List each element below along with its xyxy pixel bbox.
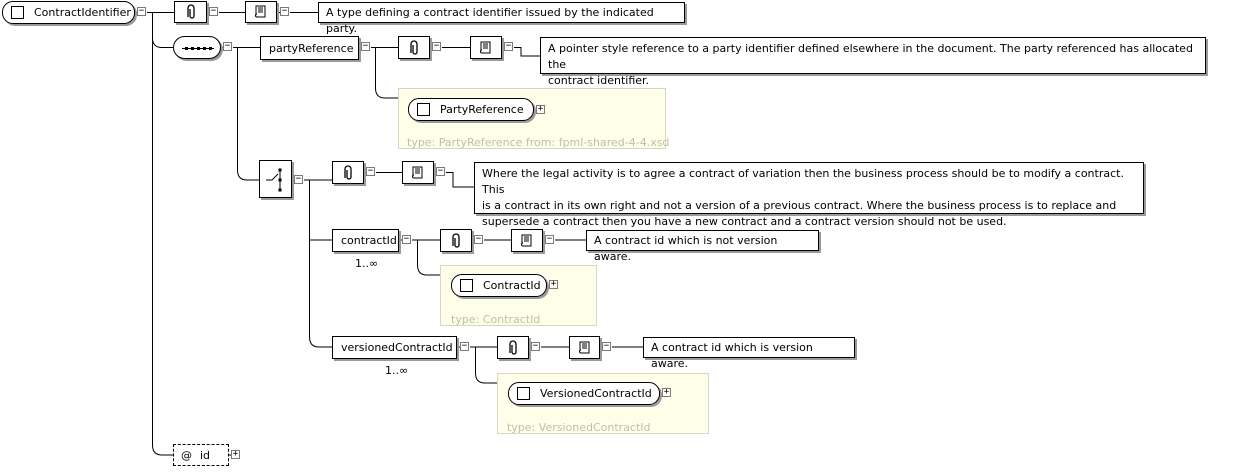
complex-type-checkbox-icon — [11, 6, 24, 19]
attribute-at-icon: @ — [181, 448, 192, 462]
party-reference-complex-type[interactable]: PartyReference — [408, 98, 534, 121]
contract-id-occurrence: 1..∞ — [355, 257, 379, 270]
complex-type-checkbox-icon — [417, 103, 430, 116]
documentation-node[interactable] — [470, 36, 502, 59]
choice-compositor[interactable] — [259, 160, 292, 198]
collapse-toggle[interactable]: − — [460, 341, 469, 351]
annotation-paperclip-icon — [509, 339, 517, 355]
versioned-contract-id-occurrence: 1..∞ — [385, 364, 409, 377]
attribute-id[interactable]: @ id — [173, 444, 229, 466]
collapse-toggle[interactable]: − — [223, 41, 232, 51]
element-party-reference[interactable]: partyReference — [260, 36, 359, 60]
choice-documentation: Where the legal activity is to agree a c… — [474, 162, 1144, 228]
collapse-toggle[interactable]: − — [432, 41, 441, 51]
collapse-toggle[interactable]: − — [436, 166, 445, 176]
documentation-scroll-icon — [255, 5, 266, 18]
documentation-node[interactable] — [569, 336, 600, 359]
collapse-toggle[interactable]: − — [209, 6, 218, 16]
annotation-paperclip-icon — [344, 164, 352, 180]
party-reference-documentation: A pointer style reference to a party ide… — [540, 37, 1206, 87]
annotation-node[interactable] — [440, 229, 472, 252]
element-contract-id[interactable]: contractId — [332, 229, 399, 252]
documentation-scroll-icon — [480, 41, 491, 53]
party-reference-type-label: type: PartyReference from: fpml-shared-4… — [407, 136, 670, 149]
documentation-scroll-icon — [578, 341, 589, 353]
annotation-node[interactable] — [497, 336, 529, 359]
complex-type-checkbox-icon — [460, 279, 473, 292]
sequence-compositor[interactable] — [173, 36, 221, 59]
collapse-toggle[interactable]: − — [504, 41, 513, 51]
sequence-icon — [182, 47, 214, 50]
contract-id-documentation: A contract id which is not version aware… — [586, 230, 819, 263]
documentation-scroll-icon — [412, 166, 423, 178]
collapse-toggle[interactable]: − — [280, 6, 289, 16]
versioned-contract-id-complex-type[interactable]: VersionedContractId — [508, 382, 660, 405]
choice-icon — [266, 168, 282, 192]
collapse-toggle[interactable]: − — [137, 6, 146, 16]
collapse-toggle[interactable]: − — [545, 234, 554, 244]
expand-toggle[interactable]: + — [536, 104, 545, 114]
expand-toggle[interactable]: + — [231, 449, 240, 459]
collapse-toggle[interactable]: − — [602, 341, 611, 351]
attribute-name: id — [200, 448, 211, 462]
annotation-node[interactable] — [174, 1, 207, 23]
annotation-paperclip-icon — [186, 4, 195, 19]
documentation-node[interactable] — [511, 229, 543, 252]
documentation-scroll-icon — [521, 234, 532, 246]
collapse-toggle[interactable]: − — [474, 234, 483, 244]
element-versioned-contract-id[interactable]: versionedContractId — [332, 336, 457, 359]
documentation-node[interactable] — [245, 1, 277, 23]
root-type-name: ContractIdentifier — [34, 6, 131, 19]
annotation-paperclip-icon — [452, 232, 460, 248]
expand-toggle[interactable]: + — [662, 387, 671, 397]
complex-type-checkbox-icon — [517, 387, 530, 400]
collapse-toggle[interactable]: − — [294, 174, 303, 184]
contract-id-type-label: type: ContractId — [451, 313, 541, 326]
versioned-contract-id-documentation: A contract id which is version aware. — [643, 337, 855, 370]
collapse-toggle[interactable]: − — [402, 234, 411, 244]
annotation-node[interactable] — [398, 36, 430, 59]
expand-toggle[interactable]: + — [549, 279, 558, 289]
annotation-paperclip-icon — [410, 39, 418, 55]
root-documentation: A type defining a contract identifier is… — [318, 2, 685, 35]
annotation-node[interactable] — [332, 161, 364, 184]
collapse-toggle[interactable]: − — [361, 41, 370, 51]
collapse-toggle[interactable]: − — [366, 166, 375, 176]
root-complex-type[interactable]: ContractIdentifier — [2, 1, 135, 24]
documentation-node[interactable] — [402, 161, 434, 184]
collapse-toggle[interactable]: − — [531, 341, 540, 351]
versioned-contract-id-type-label: type: VersionedContractId — [507, 421, 651, 434]
contract-id-complex-type[interactable]: ContractId — [451, 274, 547, 297]
